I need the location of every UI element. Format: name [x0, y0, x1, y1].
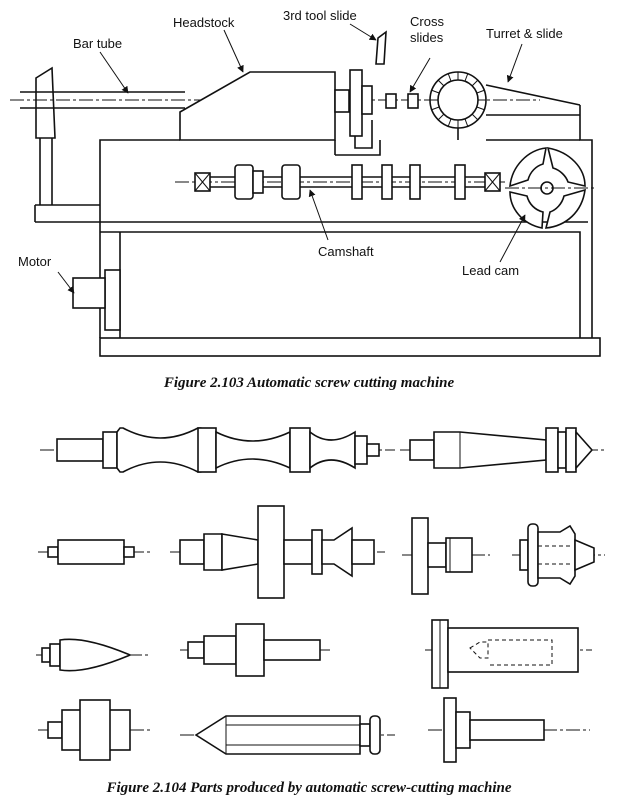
figure-2-104-caption: Figure 2.104 Parts produced by automatic…: [105, 780, 511, 796]
label-cross-line2: slides: [410, 30, 444, 45]
parts-figure: Figure 2.104 Parts produced by automatic…: [36, 427, 605, 796]
part-pointed-bullet: [36, 638, 150, 672]
part-flanged-bore: [425, 619, 592, 689]
collet-chuck: [349, 69, 363, 137]
part-collar-plug: [38, 699, 150, 761]
label-cross-line1: Cross: [410, 14, 444, 29]
part-flange-boss: [402, 517, 490, 595]
label-camshaft: Camshaft: [318, 244, 374, 259]
cross-slide-front: [385, 93, 397, 109]
cam-discs: [234, 164, 466, 200]
turret: [429, 71, 487, 129]
turret-slide-leader: [506, 43, 523, 83]
part-long-waisted-shaft: [40, 427, 395, 473]
camshaft-leader: [308, 189, 329, 241]
cam-1-hub: [252, 170, 264, 194]
label-bar-tube: Bar tube: [73, 36, 122, 51]
cam-4: [381, 164, 393, 200]
bar-tube-leader: [99, 51, 129, 94]
turret-slide: [485, 84, 581, 141]
part-ringed-bushing: [512, 523, 605, 587]
label-headstock: Headstock: [173, 15, 235, 30]
cross-slide-base: [335, 140, 381, 156]
headstock: [179, 71, 336, 141]
motor: [72, 269, 121, 331]
screw-machine-figure: Bar tube Headstock 3rd tool slide Cross …: [10, 8, 601, 391]
part-small-pin: [38, 539, 150, 565]
cross-slides-leader: [409, 57, 431, 93]
part-tapered-with-point: [400, 427, 605, 473]
part-stepped-flange-pin: [428, 697, 590, 763]
cam-1: [234, 164, 254, 200]
cam-6: [454, 164, 466, 200]
cross-slide-rear: [407, 93, 419, 109]
lead-cam-leader: [499, 214, 526, 263]
machine-base: [99, 337, 601, 357]
collet-head: [361, 85, 373, 115]
label-third-tool-slide: 3rd tool slide: [283, 8, 357, 23]
cam-3: [351, 164, 363, 200]
collet-bracket: [354, 120, 373, 149]
part-flanged-spool: [170, 505, 385, 599]
cam-5: [409, 164, 421, 200]
part-collared-shaft: [180, 623, 330, 677]
motor-leader: [57, 271, 75, 294]
third-tool-slide: [375, 30, 387, 65]
third-tool-slide-leader: [349, 23, 377, 41]
cam-2: [281, 164, 301, 200]
figure-2-103-caption: Figure 2.103 Automatic screw cutting mac…: [163, 375, 455, 391]
lead-cam: [505, 146, 595, 229]
machine-body: [99, 105, 593, 338]
spindle-nose: [334, 89, 350, 113]
label-motor: Motor: [18, 254, 52, 269]
label-lead-cam: Lead cam: [462, 263, 519, 278]
part-pointed-rod: [180, 715, 395, 755]
label-turret-slide: Turret & slide: [486, 26, 563, 41]
bar-stock-holder: [35, 66, 56, 139]
headstock-leader: [223, 29, 244, 73]
